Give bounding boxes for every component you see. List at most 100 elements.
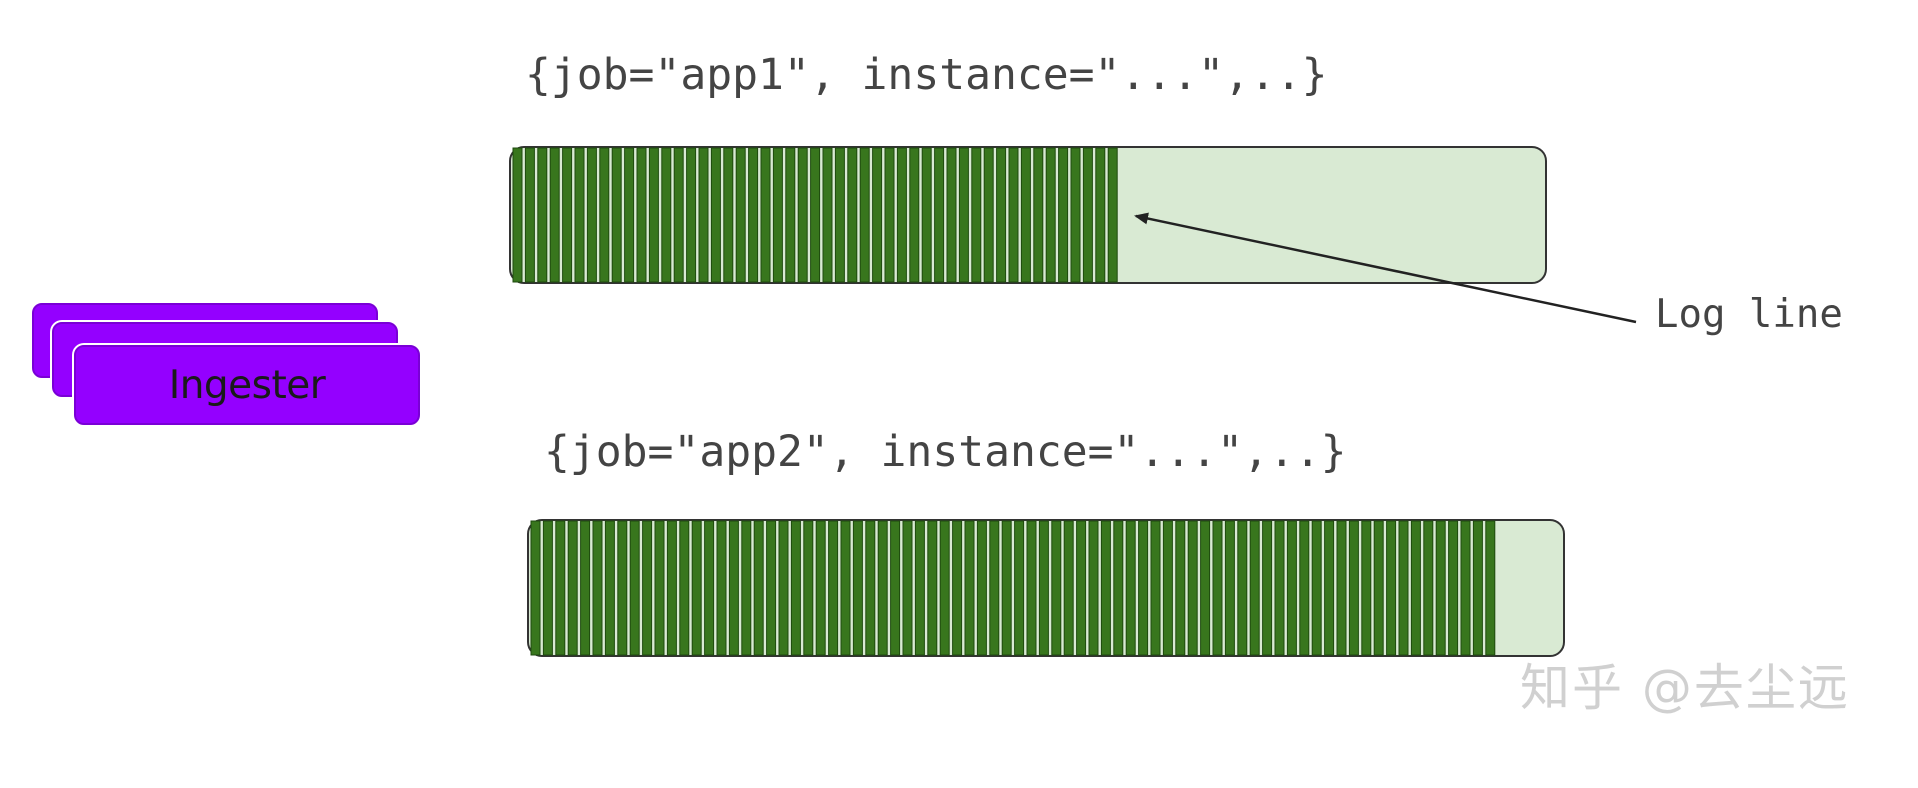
log-line — [1070, 147, 1081, 283]
log-lines-app2 — [530, 520, 1496, 656]
log-line — [1026, 520, 1037, 656]
log-line — [1398, 520, 1409, 656]
log-line — [1348, 520, 1359, 656]
log-line — [914, 520, 925, 656]
log-line — [909, 147, 920, 283]
watermark: 知乎 @去尘远 — [1520, 659, 1850, 717]
log-line — [679, 520, 690, 656]
log-line — [971, 147, 982, 283]
log-line — [1175, 520, 1186, 656]
log-line — [983, 147, 994, 283]
log-line — [580, 520, 591, 656]
log-line — [797, 147, 808, 283]
log-line — [673, 147, 684, 283]
log-line — [1100, 520, 1111, 656]
log-line — [902, 520, 913, 656]
log-line — [790, 520, 801, 656]
log-line — [1058, 147, 1069, 283]
log-line — [716, 520, 727, 656]
log-line — [636, 147, 647, 283]
log-line — [1448, 520, 1459, 656]
log-line — [785, 147, 796, 283]
log-line — [1410, 520, 1421, 656]
log-line — [1038, 520, 1049, 656]
log-line — [704, 520, 715, 656]
log-line — [1150, 520, 1161, 656]
log-line — [567, 520, 578, 656]
log-line — [741, 520, 752, 656]
log-line — [1014, 520, 1025, 656]
log-line-annotation: Log line — [1655, 292, 1843, 337]
log-line — [778, 520, 789, 656]
log-line — [1107, 147, 1118, 283]
log-line — [1113, 520, 1124, 656]
log-line — [1262, 520, 1273, 656]
log-line — [1076, 520, 1087, 656]
ingester-card: Ingester — [74, 345, 420, 425]
log-line — [822, 147, 833, 283]
stream-label-app1: {job="app1", instance="...",..} — [525, 50, 1328, 100]
log-line — [586, 147, 597, 283]
log-line — [939, 520, 950, 656]
log-line — [1051, 520, 1062, 656]
log-line — [666, 520, 677, 656]
log-line — [865, 520, 876, 656]
log-line — [1138, 520, 1149, 656]
log-line — [1286, 520, 1297, 656]
log-line — [1125, 520, 1136, 656]
log-line — [1373, 520, 1384, 656]
ingester-label: Ingester — [168, 362, 326, 408]
log-line — [964, 520, 975, 656]
log-line — [1485, 520, 1496, 656]
log-line — [834, 147, 845, 283]
log-line — [549, 147, 560, 283]
log-line — [1237, 520, 1248, 656]
log-line — [611, 147, 622, 283]
log-line — [1249, 520, 1260, 656]
log-line — [810, 147, 821, 283]
log-line — [1200, 520, 1211, 656]
log-line — [1423, 520, 1434, 656]
log-line — [934, 147, 945, 283]
log-line — [1162, 520, 1173, 656]
log-line — [996, 147, 1007, 283]
log-line — [1033, 147, 1044, 283]
log-line — [847, 147, 858, 283]
stream-chunk-app2 — [527, 519, 1565, 657]
log-line — [698, 147, 709, 283]
log-line — [896, 147, 907, 283]
log-line — [654, 520, 665, 656]
log-line — [691, 520, 702, 656]
log-line — [542, 520, 553, 656]
log-line — [840, 520, 851, 656]
log-line — [989, 520, 1000, 656]
log-line — [1336, 520, 1347, 656]
log-line — [562, 147, 573, 283]
log-line — [629, 520, 640, 656]
log-line — [728, 520, 739, 656]
log-line — [852, 520, 863, 656]
log-line — [686, 147, 697, 283]
log-line — [1435, 520, 1446, 656]
log-line — [1212, 520, 1223, 656]
log-lines-app1 — [512, 147, 1118, 283]
log-line — [1095, 147, 1106, 283]
log-line — [710, 147, 721, 283]
log-line — [537, 147, 548, 283]
log-line — [617, 520, 628, 656]
log-line — [1472, 520, 1483, 656]
log-line-arrow — [1134, 212, 1637, 324]
log-line — [1274, 520, 1285, 656]
log-line — [1020, 147, 1031, 283]
log-line — [524, 147, 535, 283]
log-line — [624, 147, 635, 283]
log-line — [803, 520, 814, 656]
log-line — [1460, 520, 1471, 656]
log-line — [1187, 520, 1198, 656]
log-line — [927, 520, 938, 656]
log-line — [772, 147, 783, 283]
log-line — [884, 147, 895, 283]
log-line — [1008, 147, 1019, 283]
log-line — [555, 520, 566, 656]
